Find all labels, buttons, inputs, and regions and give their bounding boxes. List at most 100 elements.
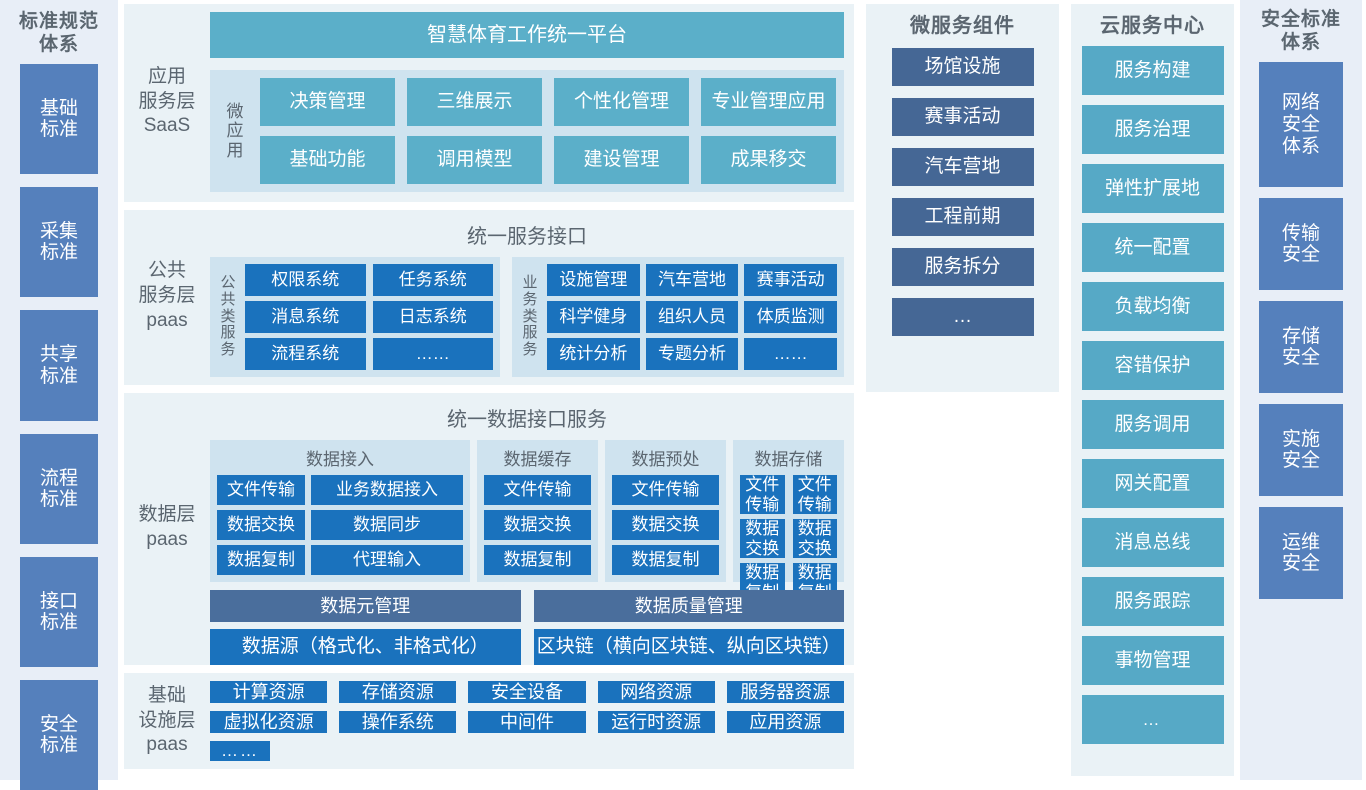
- cloud-fault-tolerance[interactable]: 容错保护: [1081, 341, 1224, 391]
- micro-app-vertical-label: 微 应 用: [226, 102, 244, 160]
- app-result-handover[interactable]: 成果移交: [701, 136, 836, 184]
- data-source-box[interactable]: 数据源（格式化、非格式化）: [210, 629, 521, 665]
- public-service-layer-body: 统一服务接口 公 共 类 服 务: [210, 216, 844, 377]
- cloud-more[interactable]: …: [1081, 695, 1224, 745]
- app-model-invocation[interactable]: 调用模型: [407, 136, 542, 184]
- data-access-data-exchange[interactable]: 数据交换: [217, 510, 305, 540]
- public-service-layer-label: 公共 服务层 paas: [138, 260, 196, 331]
- infrastructure-layer-body: 计算资源 存储资源 安全设备 网络资源 服务器资源 虚拟化资源 操作系统 中间件…: [210, 681, 844, 761]
- data-cache-file-transfer[interactable]: 文件传输: [484, 475, 591, 505]
- service-message-system[interactable]: 消息系统: [245, 301, 366, 333]
- security-item-network-security[interactable]: 网络 安全 体系: [1259, 62, 1343, 188]
- cloud-message-bus[interactable]: 消息总线: [1081, 518, 1224, 568]
- data-preprocess-file-transfer[interactable]: 文件传输: [612, 475, 719, 505]
- data-storage-group: 数据存储 文件传输 文件传输 数据交换 数据交换 数据复制 数据复制: [733, 440, 844, 603]
- sidebar-item-interface-standard[interactable]: 接口标准: [20, 557, 98, 668]
- microservice-venue-facility[interactable]: 场馆设施: [891, 48, 1034, 87]
- sidebar-item-sharing-standard[interactable]: 共享标准: [20, 310, 98, 422]
- service-log-system[interactable]: 日志系统: [372, 301, 493, 333]
- app-basic-functions[interactable]: 基础功能: [260, 136, 395, 184]
- cloud-unified-config[interactable]: 统一配置: [1081, 223, 1224, 273]
- metadata-management[interactable]: 数据元管理: [210, 590, 521, 622]
- service-event-activity[interactable]: 赛事活动: [744, 264, 837, 296]
- data-access-data-sync[interactable]: 数据同步: [311, 510, 463, 540]
- infra-storage-resource[interactable]: 存储资源: [339, 681, 457, 704]
- cloud-service-build[interactable]: 服务构建: [1081, 46, 1224, 96]
- service-scientific-fitness[interactable]: 科学健身: [547, 301, 640, 333]
- microservice-column: 微服务组件 场馆设施 赛事活动 汽车营地 工程前期 服务拆分 …: [860, 0, 1065, 780]
- data-cache-data-exchange[interactable]: 数据交换: [484, 510, 591, 540]
- infra-operating-system[interactable]: 操作系统: [339, 711, 457, 734]
- service-car-camp[interactable]: 汽车营地: [645, 264, 739, 296]
- security-item-storage-security[interactable]: 存储安全: [1259, 301, 1343, 394]
- data-storage-file-transfer-2[interactable]: 文件传输: [792, 475, 837, 515]
- sidebar-item-basic-standard[interactable]: 基础标准: [20, 64, 98, 175]
- infra-application-resource[interactable]: 应用资源: [726, 711, 844, 734]
- cloud-gateway-config[interactable]: 网关配置: [1081, 459, 1224, 509]
- cloud-service-tracking[interactable]: 服务跟踪: [1081, 577, 1224, 627]
- sidebar-item-security-standard[interactable]: 安全标准: [20, 680, 98, 790]
- microservice-car-camp[interactable]: 汽车营地: [891, 148, 1034, 187]
- data-access-business-data[interactable]: 业务数据接入: [311, 475, 463, 505]
- app-professional-management[interactable]: 专业管理应用: [701, 78, 836, 126]
- data-preprocess-group: 数据预处 文件传输 数据交换 数据复制: [605, 440, 726, 582]
- cloud-load-balancing[interactable]: 负载均衡: [1081, 282, 1224, 332]
- infra-server-resource[interactable]: 服务器资源: [726, 681, 844, 704]
- blockchain-box[interactable]: 区块链（横向区块链、纵向区块链）: [533, 629, 844, 665]
- cloud-service-invocation[interactable]: 服务调用: [1081, 400, 1224, 450]
- security-item-operations-security[interactable]: 运维安全: [1259, 507, 1343, 600]
- data-preprocess-data-exchange[interactable]: 数据交换: [612, 510, 719, 540]
- unified-platform-banner[interactable]: 智慧体育工作统一平台: [210, 12, 844, 58]
- microservice-project-preparation[interactable]: 工程前期: [891, 198, 1034, 237]
- data-layer: 数据层 paas 统一数据接口服务 数据接入 文件传输 业务数据接入 数据交换 …: [124, 393, 854, 665]
- app-decision-management[interactable]: 决策管理: [260, 78, 395, 126]
- data-preprocess-data-replication[interactable]: 数据复制: [612, 545, 719, 575]
- data-storage-data-exchange-2[interactable]: 数据交换: [792, 519, 837, 559]
- service-organization-personnel[interactable]: 组织人员: [645, 301, 739, 333]
- infra-network-resource[interactable]: 网络资源: [597, 681, 715, 704]
- data-cache-data-replication[interactable]: 数据复制: [484, 545, 591, 575]
- standards-title-line1: 标准规范: [18, 11, 99, 32]
- data-access-file-transfer[interactable]: 文件传输: [217, 475, 305, 505]
- cloud-elastic-scaling[interactable]: 弹性扩展地: [1081, 164, 1224, 214]
- application-service-layer: 应用 服务层 SaaS 智慧体育工作统一平台 微 应 用 决策管理: [124, 4, 854, 202]
- cloud-service-governance[interactable]: 服务治理: [1081, 105, 1224, 155]
- app-3d-display[interactable]: 三维展示: [407, 78, 542, 126]
- data-access-data-replication[interactable]: 数据复制: [217, 545, 305, 575]
- microservice-service-split[interactable]: 服务拆分: [891, 248, 1034, 287]
- data-storage-file-transfer-1[interactable]: 文件传输: [740, 475, 785, 515]
- microservice-event-activity[interactable]: 赛事活动: [891, 98, 1034, 137]
- service-task-system[interactable]: 任务系统: [372, 264, 493, 296]
- data-preprocess-title: 数据预处: [631, 450, 700, 469]
- service-topic-analysis[interactable]: 专题分析: [645, 338, 739, 370]
- data-access-group: 数据接入 文件传输 业务数据接入 数据交换 数据同步 数据复制 代理输入: [210, 440, 470, 582]
- app-construction-management[interactable]: 建设管理: [554, 136, 689, 184]
- sidebar-item-process-standard[interactable]: 流程标准: [20, 434, 98, 545]
- service-process-system[interactable]: 流程系统: [245, 338, 366, 370]
- data-storage-data-exchange-1[interactable]: 数据交换: [740, 519, 785, 559]
- microservice-more[interactable]: …: [891, 298, 1034, 337]
- infrastructure-layer-label: 基础 设施层 paas: [138, 684, 196, 756]
- data-quality-management[interactable]: 数据质量管理: [533, 590, 844, 622]
- infra-virtualization-resource[interactable]: 虚拟化资源: [210, 711, 328, 734]
- infra-security-device[interactable]: 安全设备: [468, 681, 586, 704]
- infra-middleware[interactable]: 中间件: [468, 711, 586, 734]
- microservice-column-title: 微服务组件: [910, 15, 1015, 37]
- service-facility-management[interactable]: 设施管理: [547, 264, 640, 296]
- sidebar-item-collection-standard[interactable]: 采集标准: [20, 187, 98, 298]
- infra-compute-resource[interactable]: 计算资源: [210, 681, 328, 704]
- data-access-proxy-input[interactable]: 代理输入: [311, 545, 463, 575]
- service-statistical-analysis[interactable]: 统计分析: [547, 338, 640, 370]
- service-business-more[interactable]: ……: [744, 338, 837, 370]
- service-more[interactable]: ……: [372, 338, 493, 370]
- service-permission-system[interactable]: 权限系统: [245, 264, 366, 296]
- infra-runtime-resource[interactable]: 运行时资源: [597, 711, 715, 734]
- infra-more[interactable]: ……: [210, 741, 270, 761]
- security-item-transmission-security[interactable]: 传输安全: [1259, 198, 1343, 291]
- app-personalized-management[interactable]: 个性化管理: [554, 78, 689, 126]
- cloud-transaction-management[interactable]: 事物管理: [1081, 636, 1224, 686]
- infrastructure-more-wrap: ……: [210, 741, 270, 761]
- data-management-row: 数据元管理 数据质量管理: [210, 590, 844, 622]
- security-item-implementation-security[interactable]: 实施安全: [1259, 404, 1343, 497]
- service-physical-monitoring[interactable]: 体质监测: [744, 301, 837, 333]
